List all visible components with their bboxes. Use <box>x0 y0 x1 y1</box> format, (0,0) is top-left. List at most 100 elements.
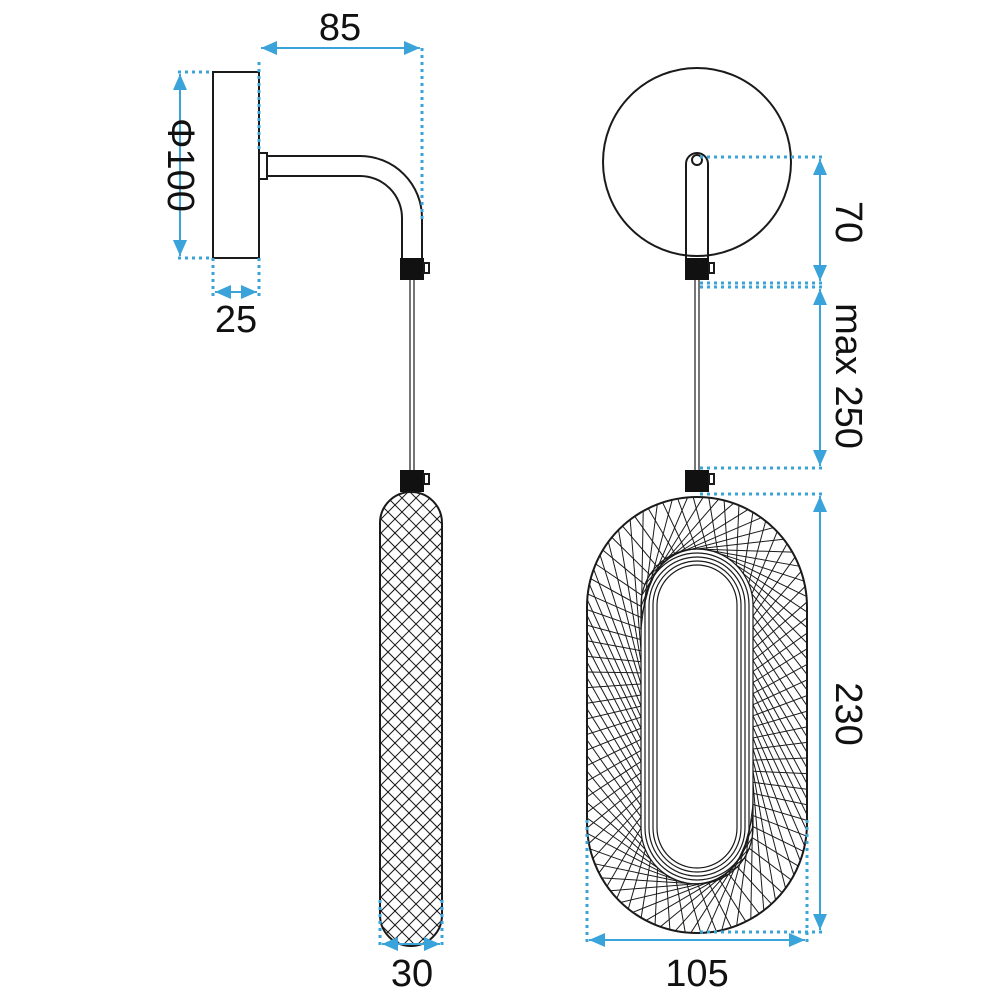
mesh-line <box>748 847 792 881</box>
mesh-line <box>380 492 442 946</box>
mesh-line <box>616 838 643 899</box>
arrow-head <box>813 914 827 930</box>
mesh-line <box>587 655 642 663</box>
front-shade-outer <box>586 496 808 934</box>
arm-tube <box>267 155 423 260</box>
mesh-line <box>743 573 807 628</box>
mesh-line <box>380 492 442 946</box>
mesh-line <box>587 783 642 829</box>
mesh-line <box>735 505 740 566</box>
mesh-line <box>587 609 642 630</box>
mesh-line <box>380 492 442 946</box>
mesh-line <box>587 705 642 720</box>
mesh-line <box>380 492 442 946</box>
mesh-line <box>602 549 646 586</box>
mesh-line <box>708 497 719 554</box>
mesh-line <box>752 682 807 784</box>
mesh-line <box>728 873 760 914</box>
mesh-line <box>589 848 677 881</box>
front-lower-connector <box>685 470 709 492</box>
mesh-line <box>752 748 795 876</box>
mesh-line <box>752 710 807 728</box>
mesh-line <box>380 492 442 946</box>
dim-label-plate-depth: 25 <box>215 299 257 341</box>
wall-plate <box>212 71 260 259</box>
mesh-line <box>685 538 784 551</box>
dim-label-arm-reach: 85 <box>319 7 361 49</box>
arrow-head <box>789 933 805 947</box>
mesh-line <box>752 781 807 790</box>
mesh-line <box>752 770 807 775</box>
mesh-line <box>751 531 778 595</box>
mesh-line <box>599 554 642 685</box>
mesh-line <box>380 492 442 946</box>
side-shade-mesh <box>380 492 442 946</box>
mesh-line <box>380 492 442 946</box>
arrow-head <box>241 285 257 299</box>
mesh-line <box>380 492 442 946</box>
upper-connector-screw <box>423 262 430 274</box>
mesh-line <box>380 492 442 946</box>
mesh-line <box>598 816 642 874</box>
mesh-line <box>634 516 666 560</box>
mesh-line <box>611 537 651 576</box>
mesh-line <box>748 520 767 584</box>
mesh-line <box>380 492 442 946</box>
mesh-line <box>380 492 423 946</box>
lower-connector <box>400 470 424 492</box>
mesh-line <box>409 492 442 946</box>
arrow-head <box>813 450 827 466</box>
mesh-line <box>587 599 642 718</box>
mesh-line <box>588 794 642 844</box>
mesh-line <box>380 492 442 946</box>
mesh-line <box>380 492 442 946</box>
mesh-line <box>380 492 442 946</box>
mesh-line <box>595 563 643 596</box>
mesh-line <box>380 492 395 946</box>
dim-label-front-width: 105 <box>665 953 728 995</box>
mesh-line <box>380 492 437 946</box>
mesh-line <box>752 571 802 628</box>
mesh-line <box>660 857 745 928</box>
arrow-head <box>404 41 420 55</box>
mesh-line <box>752 615 807 691</box>
arm-collar <box>258 152 268 180</box>
mesh-line <box>752 632 807 672</box>
dim-label-stem-height: 70 <box>827 201 869 243</box>
mesh-line <box>752 671 807 769</box>
mesh-line <box>380 492 442 946</box>
mesh-line <box>587 708 642 796</box>
inner-ring <box>648 556 746 877</box>
mesh-line <box>662 502 686 551</box>
mesh-line <box>752 543 788 606</box>
mesh-line <box>627 849 646 910</box>
mesh-line <box>718 879 747 922</box>
mesh-line <box>647 508 676 554</box>
front-shade-inner-rings <box>640 548 754 885</box>
side-shade-outline <box>379 491 443 947</box>
side-view <box>212 71 443 947</box>
mesh-line <box>380 492 423 946</box>
mesh-line <box>607 541 642 673</box>
mesh-line <box>380 492 442 946</box>
mesh-line <box>380 492 442 946</box>
dim-label-side-width: 30 <box>391 953 433 995</box>
mesh-line <box>752 649 807 738</box>
mesh-line <box>748 583 807 644</box>
front-cord <box>694 280 700 470</box>
mesh-line <box>752 626 807 706</box>
mesh-line <box>601 877 698 885</box>
mesh-line <box>380 492 442 946</box>
mesh-line <box>380 492 442 946</box>
mesh-line <box>752 815 807 837</box>
mesh-line <box>380 492 442 946</box>
mesh-line <box>380 492 381 946</box>
mesh-line <box>587 624 642 641</box>
mesh-line <box>606 827 642 887</box>
mesh-line <box>752 760 787 889</box>
mesh-line <box>380 492 442 946</box>
mesh-line <box>752 737 801 861</box>
mesh-line <box>587 671 642 674</box>
mesh-line <box>380 492 442 946</box>
